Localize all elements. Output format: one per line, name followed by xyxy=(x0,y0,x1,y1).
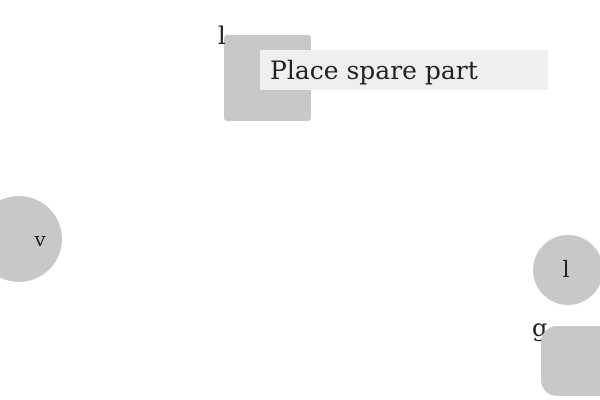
square-key-label: l xyxy=(218,22,226,50)
action-tooltip: Place spare part xyxy=(260,50,548,90)
circle-left-label: v xyxy=(34,227,46,251)
rounded-square-target[interactable] xyxy=(541,326,600,396)
circle-right-label: l xyxy=(562,257,570,283)
tooltip-text: Place spare part xyxy=(270,55,478,85)
circle-target-left[interactable]: v xyxy=(0,196,62,282)
circle-target-right[interactable]: l xyxy=(533,235,600,305)
